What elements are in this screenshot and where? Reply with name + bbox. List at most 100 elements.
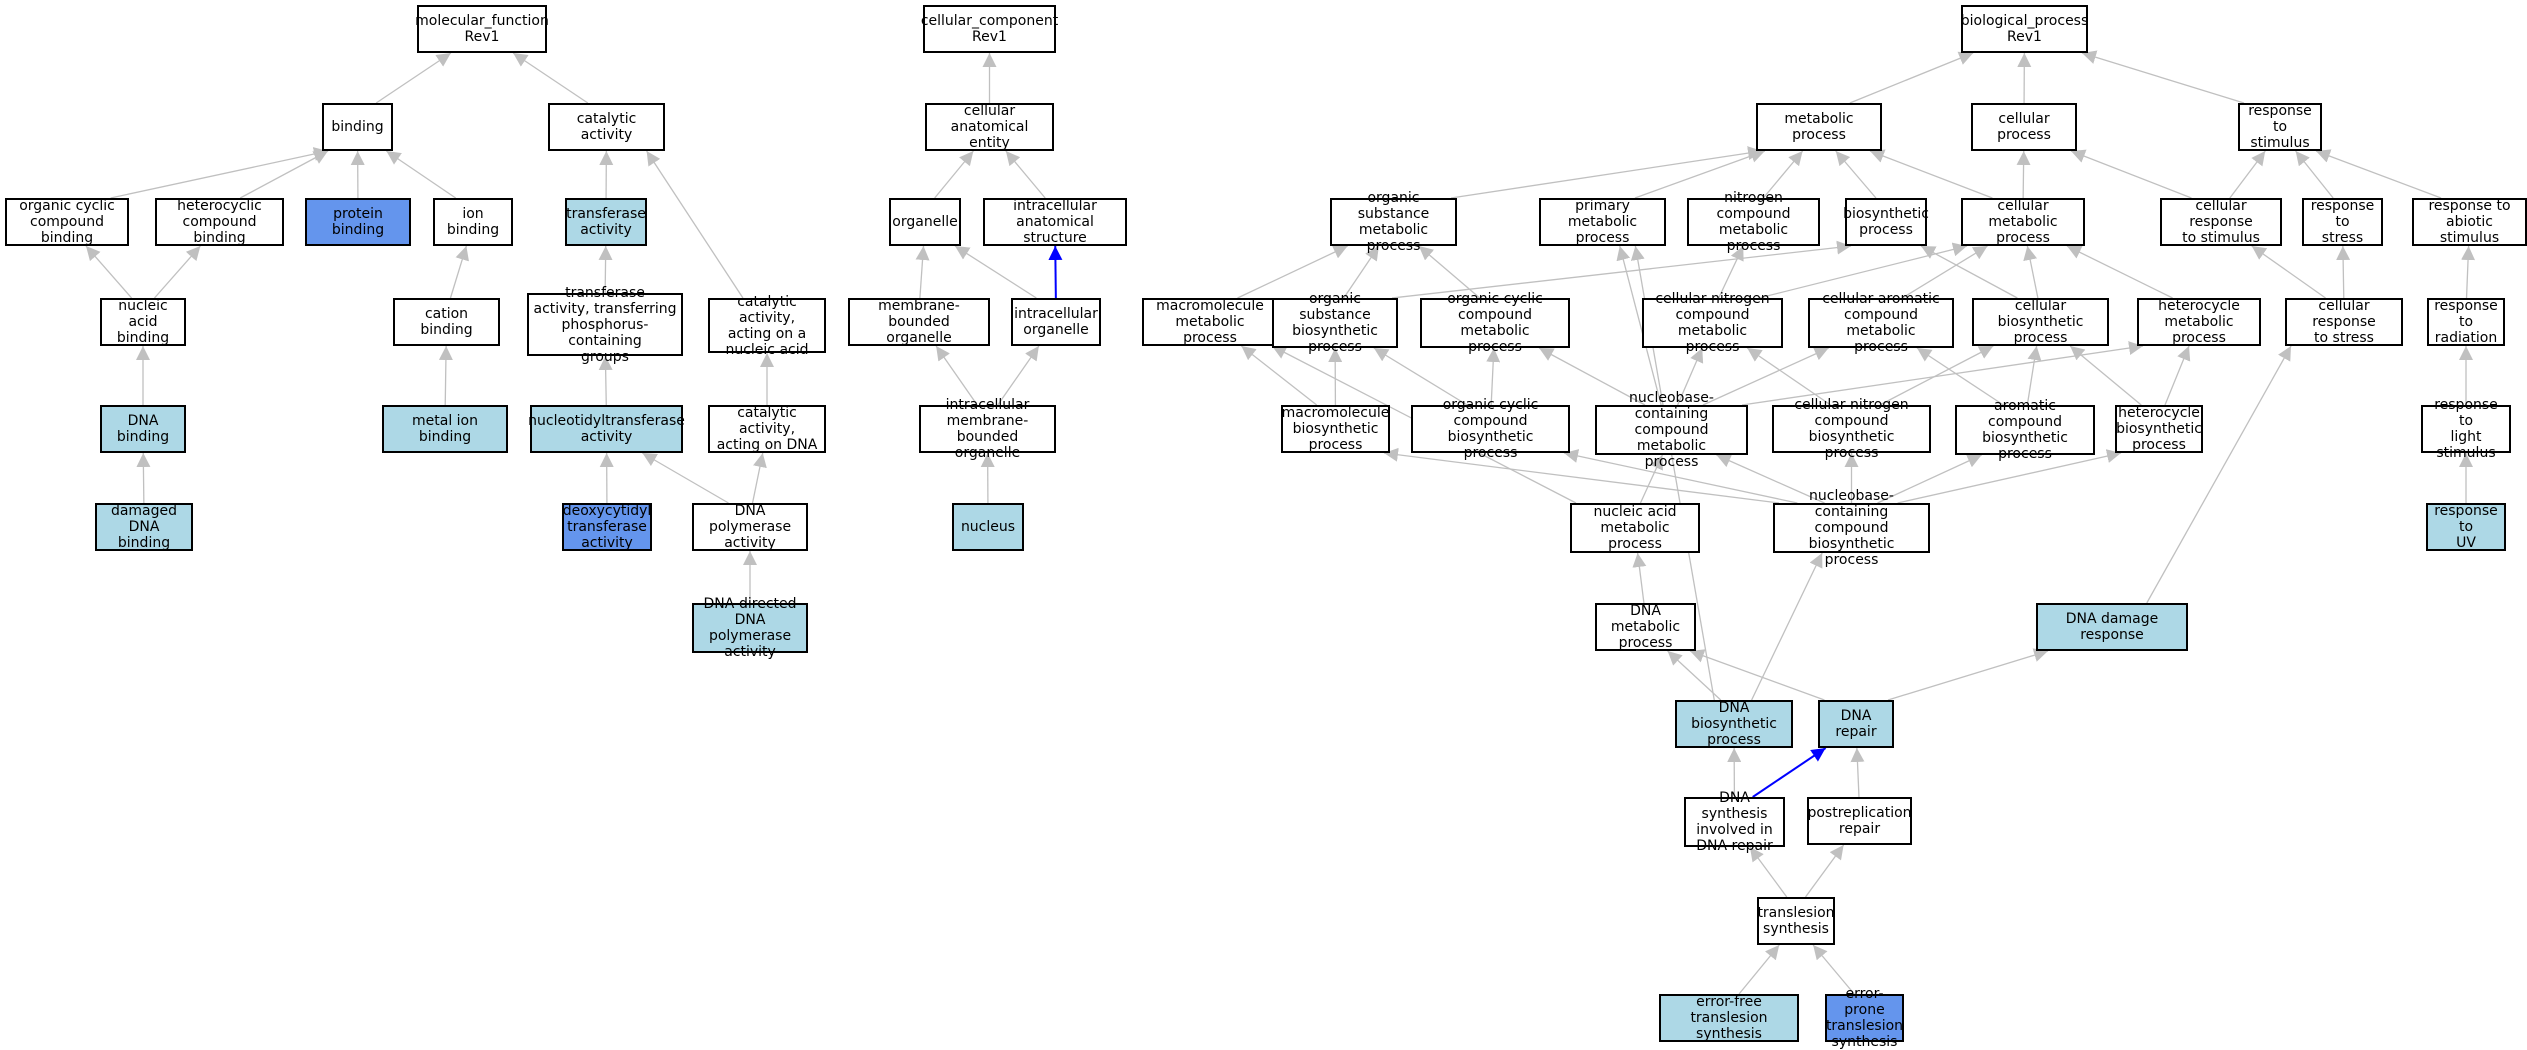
go-term-namp[interactable]: nucleic acid metabolic process xyxy=(1570,503,1700,553)
go-term-postreplication[interactable]: postreplication repair xyxy=(1807,797,1912,845)
edge-hmp-to-cmp xyxy=(2067,246,2173,298)
go-term-pmp[interactable]: primary metabolic process xyxy=(1539,198,1666,246)
go-term-ias[interactable]: intracellular anatomical structure xyxy=(983,198,1127,246)
go-term-error-free[interactable]: error-free translesion synthesis xyxy=(1659,994,1799,1042)
go-term-light[interactable]: response to light stimulus xyxy=(2421,405,2511,453)
go-term-nucleus[interactable]: nucleus xyxy=(952,503,1024,551)
go-term-translesion[interactable]: translesion synthesis xyxy=(1757,897,1835,945)
go-term-dd-dna-pol[interactable]: DNA-directed DNA polymerase activity xyxy=(692,603,808,653)
go-term-cat-dna[interactable]: catalytic activity, acting on DNA xyxy=(708,405,826,453)
edge-ocb-to-binding xyxy=(111,151,328,198)
edge-cbp-to-cmp xyxy=(2027,246,2038,298)
go-term-hcb[interactable]: heterocyclic compound binding xyxy=(155,198,284,246)
go-term-transferase[interactable]: transferase activity xyxy=(565,198,647,246)
go-term-catalytic[interactable]: catalytic activity xyxy=(548,103,665,151)
go-term-osmp[interactable]: organic substance metabolic process xyxy=(1330,198,1457,246)
edge-damaged-dna-to-dna-binding xyxy=(143,453,144,503)
go-term-nccmp[interactable]: nucleobase-containing compound metabolic… xyxy=(1595,405,1748,455)
go-term-uv[interactable]: response to UV xyxy=(2426,503,2506,551)
go-term-metabolic[interactable]: metabolic process xyxy=(1756,103,1882,151)
go-term-dna-synth-repair[interactable]: DNA synthesis involved in DNA repair xyxy=(1684,797,1785,847)
go-term-occmp[interactable]: organic cyclic compound metabolic proces… xyxy=(1420,298,1570,348)
go-term-dna-damage[interactable]: DNA damage response xyxy=(2036,603,2188,651)
edge-stress-to-stimulus xyxy=(2296,151,2334,198)
go-term-cae[interactable]: cellular anatomical entity xyxy=(925,103,1054,151)
go-term-deoxycytidyl[interactable]: deoxycytidyl transferase activity xyxy=(562,503,652,551)
go-term-abiotic[interactable]: response to abiotic stimulus xyxy=(2412,198,2527,246)
go-term-radiation[interactable]: response to radiation xyxy=(2427,298,2505,346)
go-term-stress[interactable]: response to stress xyxy=(2302,198,2383,246)
go-term-tr-phos[interactable]: transferase activity, transferring phosp… xyxy=(527,293,683,356)
edge-mbo-to-organelle xyxy=(920,246,924,298)
go-term-cellular-process[interactable]: cellular process xyxy=(1971,103,2077,151)
go-term-dna-biosynthetic[interactable]: DNA biosynthetic process xyxy=(1675,700,1793,748)
edge-metal-ion-to-cation-binding xyxy=(445,346,446,405)
edge-dna-metabolic-to-namp xyxy=(1638,553,1644,603)
edge-dna-pol-to-nucleotidyl xyxy=(642,453,728,503)
edge-metabolic-to-bp xyxy=(1850,53,1973,103)
go-term-damaged-dna[interactable]: damaged DNA binding xyxy=(95,503,193,551)
go-term-crstress[interactable]: cellular response to stress xyxy=(2285,298,2403,346)
go-term-hmp[interactable]: heterocycle metabolic process xyxy=(2137,298,2261,346)
go-term-cc[interactable]: cellular_component Rev1 xyxy=(923,5,1056,53)
edge-crs-to-cellular-process xyxy=(2071,151,2191,198)
edge-crstress-to-stress xyxy=(2343,246,2344,298)
go-term-cbp[interactable]: cellular biosynthetic process xyxy=(1972,298,2109,346)
go-term-protein-binding[interactable]: protein binding xyxy=(305,198,411,246)
go-term-mbo[interactable]: membrane-bounded organelle xyxy=(848,298,990,346)
go-term-ncmp[interactable]: nitrogen compound metabolic process xyxy=(1687,198,1820,246)
go-term-cacmp[interactable]: cellular aromatic compound metabolic pro… xyxy=(1808,298,1954,348)
edge-crstress-to-crs xyxy=(2252,246,2326,298)
go-term-dna-repair[interactable]: DNA repair xyxy=(1818,700,1894,748)
edge-nab-to-ocb xyxy=(86,246,132,298)
go-term-dna-metabolic[interactable]: DNA metabolic process xyxy=(1595,603,1696,651)
go-term-mmp[interactable]: macromolecule metabolic process xyxy=(1142,298,1278,346)
edge-crs-to-stimulus xyxy=(2230,151,2265,198)
go-term-error-prone[interactable]: error-prone translesion synthesis xyxy=(1825,994,1904,1042)
go-term-imbo[interactable]: intracellular membrane-bounded organelle xyxy=(919,405,1056,453)
go-term-metal-ion[interactable]: metal ion binding xyxy=(382,405,508,453)
go-term-cat-na[interactable]: catalytic activity, acting on a nucleic … xyxy=(708,298,826,353)
go-term-acbp[interactable]: aromatic compound biosynthetic process xyxy=(1955,405,2095,455)
edge-dna-pol-to-cat-dna xyxy=(753,453,763,503)
go-term-cncmp[interactable]: cellular nitrogen compound metabolic pro… xyxy=(1642,298,1783,348)
go-term-ocb[interactable]: organic cyclic compound binding xyxy=(5,198,129,246)
edge-biosynthetic-to-metabolic xyxy=(1836,151,1876,198)
go-term-nucleotidyl[interactable]: nucleotidyltransferase activity xyxy=(530,405,683,453)
edge-acbp-to-cacmp xyxy=(1917,348,2003,405)
go-term-crs[interactable]: cellular response to stimulus xyxy=(2160,198,2282,246)
edge-cat-na-to-catalytic xyxy=(647,151,743,298)
edge-stimulus-to-bp xyxy=(2082,53,2244,103)
go-term-ion-binding[interactable]: ion binding xyxy=(433,198,513,246)
go-term-binding[interactable]: binding xyxy=(322,103,393,151)
go-term-cation-binding[interactable]: cation binding xyxy=(393,298,500,346)
go-term-cncbp[interactable]: cellular nitrogen compound biosynthetic … xyxy=(1772,405,1931,453)
go-term-organelle[interactable]: organelle xyxy=(889,198,961,246)
edge-cmp-to-metabolic xyxy=(1870,151,1992,198)
edge-hbp-to-hmp xyxy=(2165,346,2189,405)
go-term-bp[interactable]: biological_process Rev1 xyxy=(1961,5,2088,53)
edge-abiotic-to-stimulus xyxy=(2316,151,2441,198)
edge-ion-binding-to-binding xyxy=(386,151,455,198)
edge-cmp-to-cellular-process xyxy=(2023,151,2024,198)
go-term-io[interactable]: intracellular organelle xyxy=(1011,298,1101,346)
edge-translesion-to-postreplication xyxy=(1806,845,1844,897)
go-term-nab[interactable]: nucleic acid binding xyxy=(100,298,186,346)
edge-dna-damage-to-crstress xyxy=(2147,346,2291,603)
edge-hbp-to-cbp xyxy=(2070,346,2141,405)
edge-cation-binding-to-ion-binding xyxy=(450,246,466,298)
go-term-cmp[interactable]: cellular metabolic process xyxy=(1961,198,2085,246)
edge-io-to-ias xyxy=(1055,246,1056,298)
go-term-occbp[interactable]: organic cyclic compound biosynthetic pro… xyxy=(1411,405,1570,453)
go-term-stimulus[interactable]: response to stimulus xyxy=(2238,103,2322,151)
go-term-dna-pol[interactable]: DNA polymerase activity xyxy=(692,503,808,551)
go-term-nccbp[interactable]: nucleobase-containing compound biosynthe… xyxy=(1773,503,1930,553)
go-term-mbp[interactable]: macromolecule biosynthetic process xyxy=(1281,405,1390,453)
go-term-hbp[interactable]: heterocycle biosynthetic process xyxy=(2115,405,2203,453)
go-term-mf[interactable]: molecular_function Rev1 xyxy=(417,5,547,53)
go-term-biosynthetic[interactable]: biosynthetic process xyxy=(1845,198,1927,246)
edge-acbp-to-cbp xyxy=(2027,346,2036,405)
go-term-dna-binding[interactable]: DNA binding xyxy=(100,405,186,453)
go-term-osbp[interactable]: organic substance biosynthetic process xyxy=(1272,298,1398,348)
